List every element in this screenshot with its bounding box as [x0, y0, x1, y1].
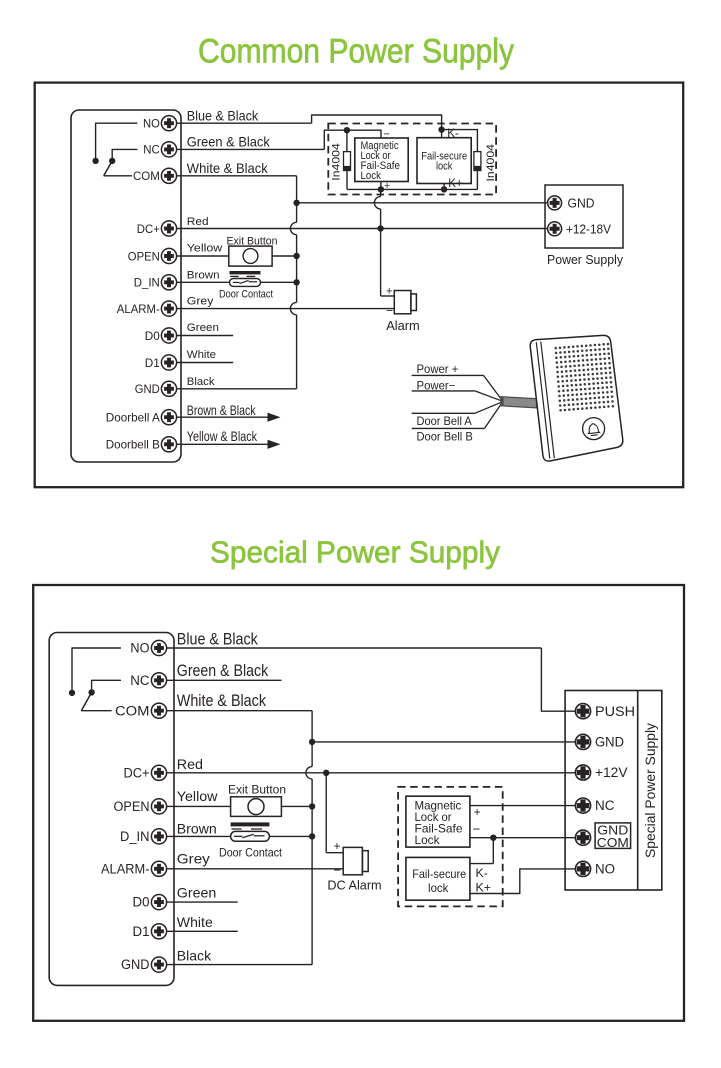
svg-text:Door Contact: Door Contact: [219, 289, 274, 301]
svg-text:Door Bell A: Door Bell A: [417, 414, 472, 428]
svg-text:Brown & Black: Brown & Black: [187, 403, 256, 418]
svg-text:Green: Green: [177, 886, 217, 901]
svg-text:GND: GND: [135, 382, 160, 396]
svg-text:Magnetic: Magnetic: [361, 140, 400, 152]
svg-text:COM: COM: [115, 703, 150, 718]
svg-text:lock: lock: [436, 161, 453, 173]
svg-text:K-: K-: [447, 128, 459, 140]
svg-text:Exit Button: Exit Button: [228, 783, 286, 797]
svg-text:Blue & Black: Blue & Black: [177, 630, 259, 648]
svg-text:Yellow: Yellow: [177, 789, 218, 804]
svg-text:GND: GND: [568, 196, 595, 211]
svg-text:Power +: Power +: [417, 362, 459, 376]
svg-text:D1: D1: [133, 924, 150, 939]
svg-text:D0: D0: [145, 329, 160, 343]
svg-text:COM: COM: [133, 169, 160, 183]
svg-text:Doorbell A: Doorbell A: [106, 411, 160, 425]
svg-text:Red: Red: [177, 757, 203, 772]
svg-text:Lock or: Lock or: [361, 150, 391, 162]
svg-text:Grey: Grey: [177, 851, 210, 866]
svg-text:GND: GND: [595, 735, 624, 750]
svg-text:OPEN: OPEN: [114, 799, 150, 814]
svg-text:PUSH: PUSH: [595, 704, 635, 719]
svg-text:Fail-secure: Fail-secure: [421, 151, 467, 163]
svg-text:D_IN: D_IN: [120, 829, 150, 844]
svg-text:Green: Green: [187, 322, 219, 334]
svg-text:lock: lock: [428, 881, 449, 895]
svg-text:White: White: [177, 915, 213, 930]
svg-text:Doorbell B: Doorbell B: [106, 438, 160, 452]
svg-text:D0: D0: [133, 895, 150, 910]
svg-text:NC: NC: [595, 798, 615, 813]
svg-text:NO: NO: [143, 117, 160, 131]
svg-text:+12V: +12V: [595, 765, 628, 780]
svg-text:NC: NC: [143, 143, 160, 157]
svg-text:−: −: [473, 822, 481, 837]
svg-text:Common Power Supply: Common Power Supply: [198, 33, 515, 71]
svg-text:Blue & Black: Blue & Black: [187, 108, 259, 123]
svg-text:Grey: Grey: [187, 295, 214, 307]
svg-text:Magnetic: Magnetic: [415, 798, 462, 812]
svg-text:Alarm: Alarm: [386, 319, 420, 333]
svg-text:D1: D1: [145, 356, 160, 370]
svg-text:OPEN: OPEN: [128, 249, 160, 263]
svg-text:Fail-secure: Fail-secure: [412, 867, 466, 881]
svg-text:Black: Black: [187, 376, 215, 388]
svg-text:White & Black: White & Black: [177, 692, 267, 710]
svg-text:+: +: [334, 839, 341, 853]
svg-text:K+: K+: [476, 880, 491, 894]
svg-text:GND: GND: [121, 957, 150, 972]
svg-text:NC: NC: [130, 673, 149, 688]
svg-text:ALARM-: ALARM-: [101, 861, 150, 876]
svg-text:Brown: Brown: [177, 821, 217, 836]
svg-text:Lock: Lock: [361, 170, 382, 182]
svg-text:Yellow: Yellow: [187, 243, 223, 255]
svg-text:Door Bell B: Door Bell B: [417, 429, 473, 443]
svg-text:−: −: [384, 128, 390, 140]
svg-text:+: +: [386, 286, 392, 298]
svg-text:Black: Black: [177, 949, 211, 964]
svg-text:GND: GND: [597, 823, 628, 837]
svg-text:Special Power Supply: Special Power Supply: [643, 723, 658, 858]
svg-text:−: −: [386, 304, 393, 318]
svg-text:White & Black: White & Black: [187, 161, 268, 176]
svg-text:Door Contact: Door Contact: [219, 846, 283, 860]
svg-text:Lock or: Lock or: [415, 810, 452, 824]
svg-text:Yellow & Black: Yellow & Black: [187, 429, 257, 444]
svg-text:−: −: [334, 863, 342, 878]
svg-text:In4004: In4004: [485, 144, 497, 182]
svg-text:Green & Black: Green & Black: [187, 135, 270, 150]
svg-text:Lock: Lock: [415, 833, 441, 847]
svg-text:Green & Black: Green & Black: [177, 662, 269, 680]
svg-text:D_IN: D_IN: [134, 276, 160, 290]
svg-text:Power Supply: Power Supply: [547, 253, 624, 267]
svg-text:K-: K-: [476, 866, 488, 880]
svg-text:Fail-Safe: Fail-Safe: [361, 160, 401, 172]
svg-text:NO: NO: [130, 641, 149, 656]
svg-text:White: White: [187, 349, 216, 361]
svg-text:DC Alarm: DC Alarm: [327, 878, 381, 893]
svg-text:Power−: Power−: [417, 379, 456, 393]
svg-text:NO: NO: [595, 862, 615, 877]
svg-text:Red: Red: [187, 216, 209, 228]
svg-text:Special Power Supply: Special Power Supply: [210, 536, 501, 570]
svg-text:Brown: Brown: [187, 269, 220, 281]
svg-text:K+: K+: [448, 178, 463, 190]
svg-text:DC+: DC+: [124, 765, 150, 780]
svg-text:In4004: In4004: [331, 143, 343, 181]
svg-text:+12-18V: +12-18V: [566, 222, 611, 237]
svg-text:Exit Button: Exit Button: [227, 235, 278, 247]
svg-text:DC+: DC+: [137, 222, 160, 236]
svg-text:COM: COM: [597, 836, 629, 850]
svg-text:+: +: [384, 180, 390, 192]
svg-text:ALARM-: ALARM-: [117, 302, 160, 316]
svg-text:+: +: [474, 805, 481, 819]
svg-text:Fail-Safe: Fail-Safe: [415, 821, 463, 835]
